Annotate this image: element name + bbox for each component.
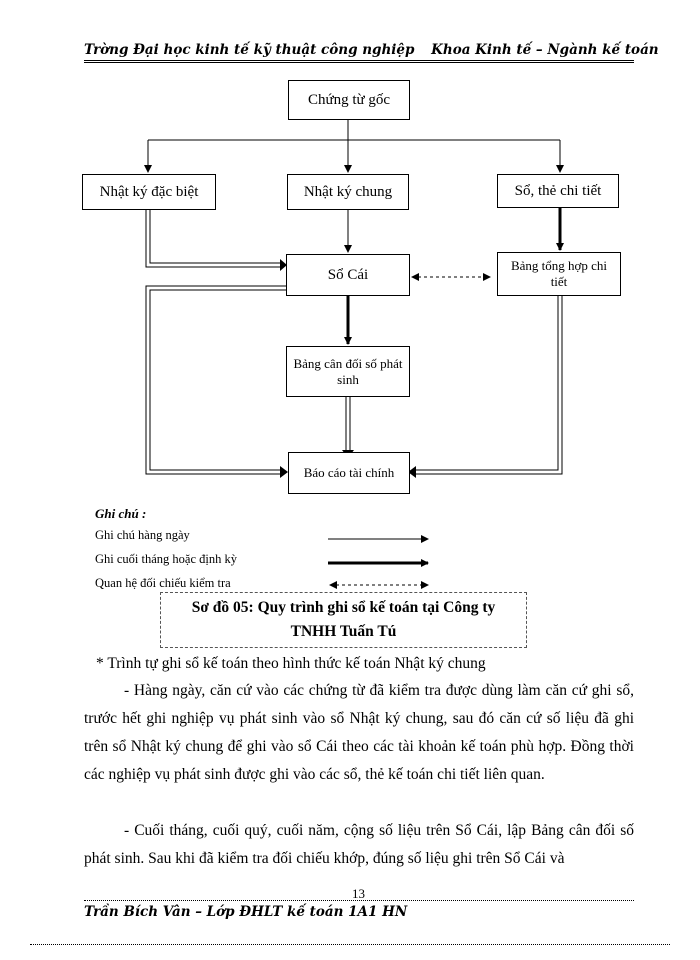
detail-summary-box: Bảng tổng hợp chi tiết <box>497 252 621 296</box>
page-header: Trờng Đại học kinh tế kỹ thuật công nghi… <box>84 42 671 58</box>
legend-daily: Ghi chú hàng ngày <box>95 528 190 542</box>
legend-periodic: Ghi cuối tháng hoặc định kỳ <box>95 552 237 566</box>
page-footer: Trần Bích Vân – Lớp ĐHLT kế toán 1A1 HN <box>84 904 408 920</box>
diagram-caption: Sơ đồ 05: Quy trình ghi sổ kế toán tại C… <box>160 592 527 648</box>
financial-reports-box: Báo cáo tài chính <box>288 452 410 494</box>
footer-divider <box>84 900 634 901</box>
page-bottom-divider <box>30 944 670 945</box>
special-journal-box: Nhật ký đặc biệt <box>82 174 216 210</box>
general-journal-box: Nhật ký chung <box>287 174 409 210</box>
paragraph-1: - Hàng ngày, căn cứ vào các chứng từ đã … <box>84 682 634 783</box>
ledger-box: Sổ Cái <box>286 254 410 296</box>
section-heading: * Trình tự ghi sổ kế toán theo hình thức… <box>96 655 486 672</box>
caption-line-2: TNHH Tuấn Tú <box>290 623 397 640</box>
header-school: Trờng Đại học kinh tế kỹ thuật công nghi… <box>84 42 415 58</box>
legend-title: Ghi chú : <box>95 506 147 521</box>
detail-books-box: Sổ, thẻ chi tiết <box>497 174 619 208</box>
header-faculty: Khoa Kinh tế – Ngành kế toán <box>431 42 659 58</box>
paragraph-2: - Cuối tháng, cuối quý, cuối năm, cộng s… <box>84 822 634 867</box>
header-divider <box>84 60 634 63</box>
caption-line-1: Sơ đồ 05: Quy trình ghi sổ kế toán tại C… <box>191 599 496 616</box>
legend-reconcile: Quan hệ đối chiếu kiểm tra <box>95 576 231 590</box>
trial-balance-box: Bảng cân đối số phát sinh <box>286 346 410 397</box>
page-number: 13 <box>352 886 365 901</box>
source-docs-box: Chứng từ gốc <box>288 80 410 120</box>
